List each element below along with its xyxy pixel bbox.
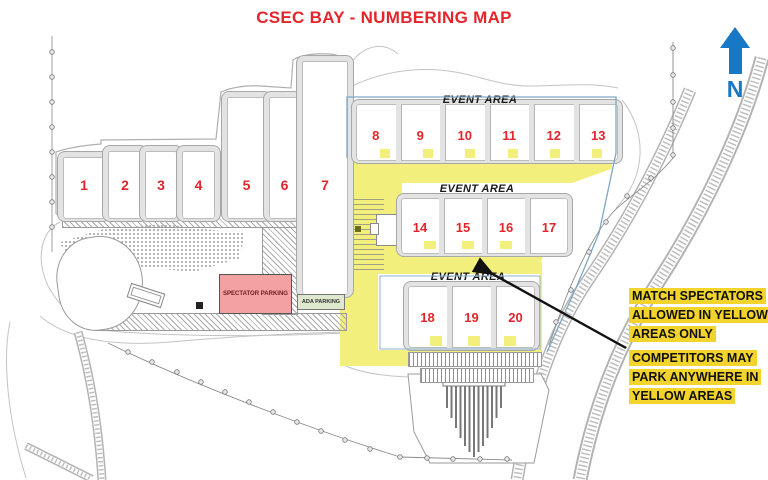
north-label: N <box>726 76 744 102</box>
bay-number: 11 <box>502 128 517 143</box>
small-building <box>376 214 398 246</box>
spectator-note-line: AREAS ONLY <box>629 326 716 342</box>
bay-number: 9 <box>416 128 424 143</box>
bay-mouth-tab <box>462 241 474 249</box>
bay-mouth-tab <box>550 149 560 158</box>
bay-1: 1 <box>58 152 110 221</box>
bay-row-8-13: 8 9 10 11 12 13 <box>352 100 622 163</box>
bay-number: 17 <box>541 220 557 235</box>
north-arrow: N <box>716 27 756 103</box>
event-area-label-top: EVENT AREA <box>442 94 518 106</box>
bay-4: 4 <box>177 146 220 221</box>
ada-parking-zone: ADA PARKING <box>297 294 345 310</box>
bay-mouth-tab <box>468 336 480 346</box>
bay-mouth-tab <box>380 149 390 158</box>
bay-number: 13 <box>591 128 606 143</box>
competitor-note: COMPETITORS MAY PARK ANYWHERE IN YELLOW … <box>629 350 762 404</box>
bay-number: 16 <box>498 220 514 235</box>
berm-tick-band-1 <box>408 352 542 367</box>
bay-mouth-tab <box>424 241 436 249</box>
competitor-note-line: PARK ANYWHERE IN <box>629 369 762 385</box>
marker-square <box>355 226 361 232</box>
bay-number: 5 <box>242 177 251 193</box>
marker-square-black <box>196 302 203 309</box>
bay-mouth-tab <box>465 149 475 158</box>
berm-tick-band-2 <box>420 368 534 383</box>
north-arrow-icon <box>720 27 750 48</box>
bay-number: 15 <box>455 220 471 235</box>
event-area-label-middle: EVENT AREA <box>439 183 515 195</box>
bay-number: 19 <box>464 310 479 325</box>
spectator-parking-label: SPECTATOR PARKING <box>223 291 288 297</box>
ada-parking-label: ADA PARKING <box>301 299 341 305</box>
bay-number: 14 <box>412 220 428 235</box>
bay-number: 3 <box>157 177 165 193</box>
bay-number: 18 <box>420 310 435 325</box>
bay-mouth-tab <box>508 149 518 158</box>
bay-mouth-tab <box>423 149 433 158</box>
bay-mouth-tab <box>592 149 602 158</box>
bay-2: 2 <box>103 146 147 221</box>
bay-mouth-tab <box>430 336 442 346</box>
bay-8: 8 <box>356 104 401 161</box>
bay-number: 7 <box>321 177 329 193</box>
access-road-apron <box>95 313 347 331</box>
competitor-note-line: YELLOW AREAS <box>629 388 736 404</box>
spectator-parking-zone: SPECTATOR PARKING <box>219 274 292 314</box>
small-building-annex <box>370 223 379 235</box>
event-area-label-bottom: EVENT AREA <box>430 271 506 283</box>
bay-17: 17 <box>530 198 568 254</box>
bay-7: 7 <box>297 56 353 297</box>
bay-number: 2 <box>121 177 129 193</box>
bay-mouth-tab <box>504 336 516 346</box>
bay-mouth-tab <box>500 241 512 249</box>
spectator-note-line: MATCH SPECTATORS <box>629 288 767 304</box>
bay-number: 1 <box>80 177 88 193</box>
bay-3: 3 <box>140 146 182 221</box>
bay-number: 20 <box>508 310 523 325</box>
north-arrow-shaft <box>729 48 742 74</box>
bay-number: 6 <box>280 177 289 193</box>
competitor-note-line: COMPETITORS MAY <box>629 350 757 366</box>
bay-14: 14 <box>401 198 444 254</box>
spectator-note-line: ALLOWED IN YELLOW <box>629 307 768 323</box>
bay-number: 4 <box>194 177 203 193</box>
bay-number: 10 <box>457 128 472 143</box>
map-title: CSEC BAY - NUMBERING MAP <box>256 8 512 27</box>
bay-number: 8 <box>372 128 380 143</box>
bay-number: 12 <box>546 128 561 143</box>
bay-5: 5 <box>222 92 271 221</box>
spectator-note: MATCH SPECTATORS ALLOWED IN YELLOW AREAS… <box>629 288 768 342</box>
